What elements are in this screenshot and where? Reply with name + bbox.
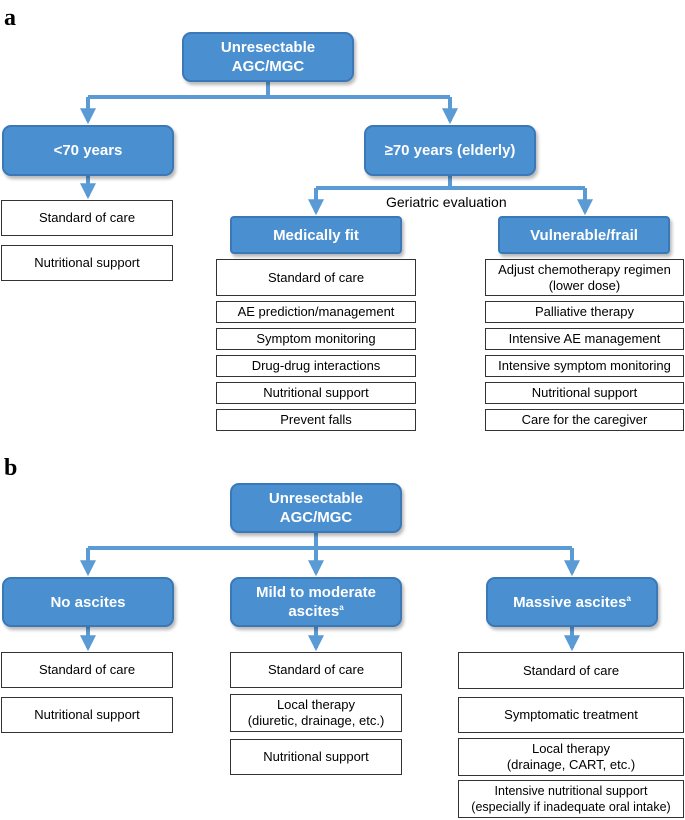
item-text: Symptomatic treatment [504,707,638,722]
young-item-nutritional-support: Nutritional support [1,245,173,281]
item-text: Local therapy (drainage, CART, etc.) [506,741,636,772]
elderly-node: ≥70 years (elderly) [364,125,536,176]
young-item-standard-of-care: Standard of care [1,200,173,236]
item-text: Intensive nutritional support (especiall… [471,784,671,814]
item-text: Nutritional support [34,707,140,722]
item-text: Nutritional support [531,385,638,400]
mild-item: Standard of care [230,652,402,688]
massive-ascites-label: Massive ascites [513,593,627,611]
item-text: Drug-drug interactions [251,358,381,373]
mild-item: Nutritional support [230,739,402,775]
item-text: Intensive symptom monitoring [498,358,671,373]
item-text: Palliative therapy [535,304,634,319]
fit-item: Nutritional support [216,382,416,404]
no-ascites-item: Standard of care [1,652,173,688]
panel-b-label: b [4,455,18,481]
item-text: Adjust chemotherapy regimen (lower dose) [498,261,671,293]
elderly-label: ≥70 years (elderly) [384,142,516,159]
under-70-label: <70 years [53,142,123,159]
item-text: Intensive AE management [508,331,661,346]
frail-item: Intensive symptom monitoring [485,355,684,377]
mild-moderate-ascites-label: Mild to moderate ascites [255,584,376,620]
item-text: Prevent falls [280,412,352,427]
fit-item: Symptom monitoring [216,328,416,350]
footnote-marker: a [339,603,344,612]
item-text: Standard of care [38,210,136,225]
frail-item: Nutritional support [485,382,684,404]
panel-a-root-node: Unresectable AGC/MGC [182,32,354,82]
item-text: Standard of care [267,662,365,677]
fit-item: Drug-drug interactions [216,355,416,377]
item-text: Nutritional support [34,255,140,270]
panel-b-root-node: Unresectable AGC/MGC [230,483,402,533]
vulnerable-frail-node: Vulnerable/frail [498,216,670,254]
under-70-node: <70 years [2,125,174,176]
massive-item: Standard of care [458,652,684,689]
fit-item: AE prediction/management [216,301,416,323]
frail-item: Palliative therapy [485,301,684,323]
massive-item: Symptomatic treatment [458,697,684,733]
item-text: Nutritional support [263,749,369,764]
item-text: Standard of care [522,662,620,678]
mild-moderate-ascites-node: Mild to moderate ascitesa [230,577,402,627]
medically-fit-label: Medically fit [273,226,359,244]
item-text: Standard of care [267,269,365,285]
massive-ascites-node: Massive ascitesa [486,577,658,627]
footnote-marker: a [626,593,631,603]
item-text: Standard of care [38,662,136,677]
item-text: Symptom monitoring [256,331,376,346]
panel-a-root-label: Unresectable AGC/MGC [220,39,316,75]
massive-item: Intensive nutritional support (especiall… [458,780,684,818]
frail-item: Intensive AE management [485,328,684,350]
item-text: Nutritional support [263,385,369,400]
mild-item: Local therapy (diuretic, drainage, etc.) [230,694,402,732]
fit-item: Prevent falls [216,409,416,431]
item-text: AE prediction/management [237,304,395,319]
fit-item: Standard of care [216,259,416,296]
frail-item: Care for the caregiver [485,409,684,431]
no-ascites-node: No ascites [2,577,174,627]
massive-item: Local therapy (drainage, CART, etc.) [458,738,684,776]
geriatric-evaluation-label: Geriatric evaluation [386,194,507,210]
panel-a-label: a [4,5,16,31]
medically-fit-node: Medically fit [230,216,402,254]
item-text: Local therapy (diuretic, drainage, etc.) [247,697,385,728]
item-text: Care for the caregiver [521,412,648,427]
panel-b-root-label: Unresectable AGC/MGC [268,490,364,526]
no-ascites-label: No ascites [50,593,126,611]
frail-item: Adjust chemotherapy regimen (lower dose) [485,259,684,296]
no-ascites-item: Nutritional support [1,697,173,733]
vulnerable-frail-label: Vulnerable/frail [530,226,638,244]
